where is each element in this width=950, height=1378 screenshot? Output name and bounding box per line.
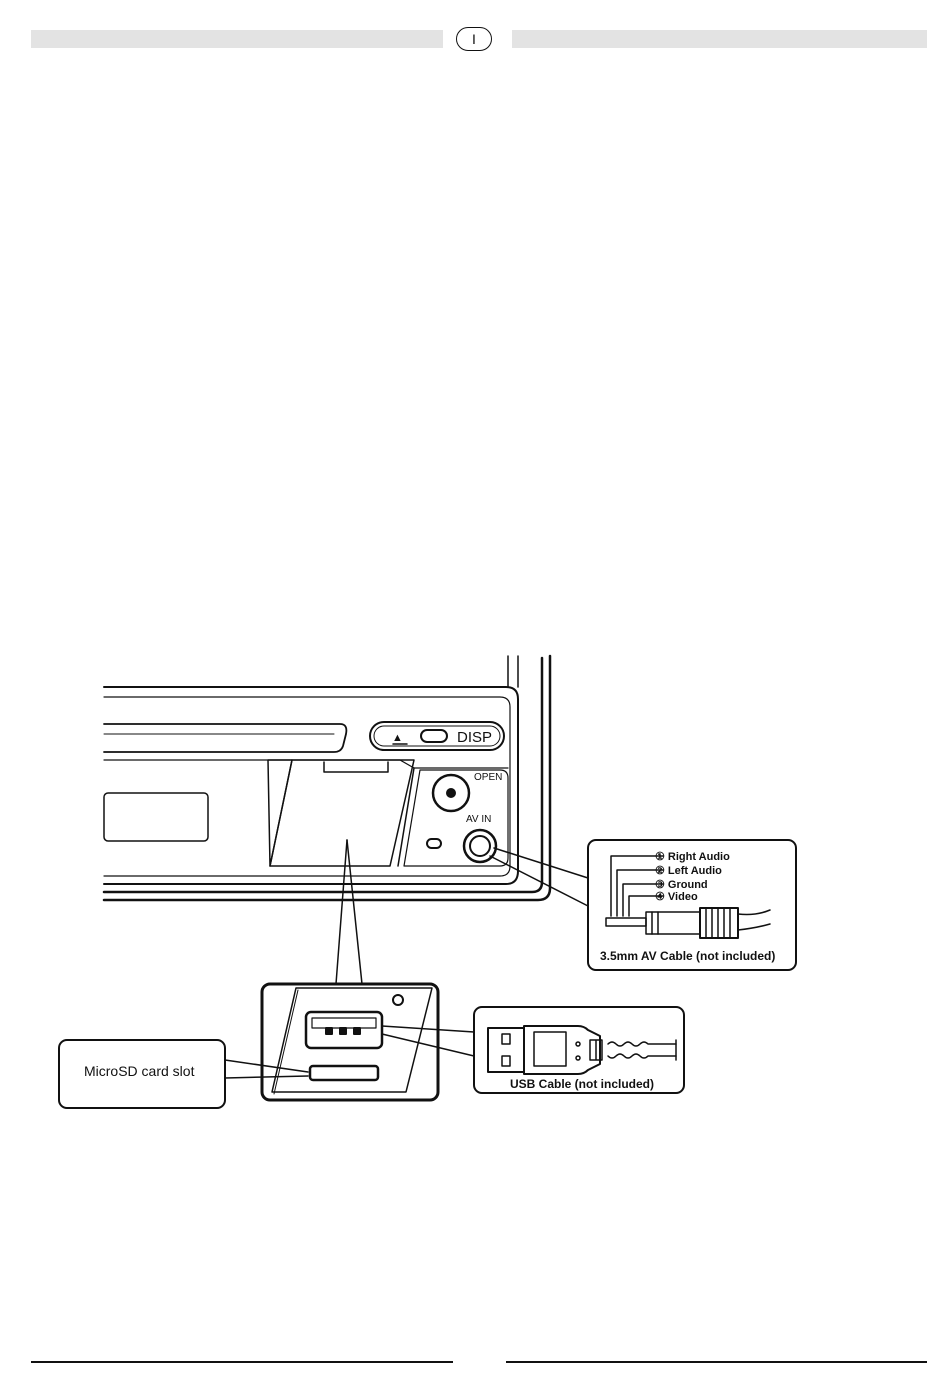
av-pin-2: ② Left Audio bbox=[655, 865, 722, 877]
disc-slot bbox=[104, 724, 346, 752]
av-pin-4: ④ Video bbox=[655, 891, 698, 903]
usb-plug-drawing bbox=[488, 1026, 676, 1074]
av-pin-3: ③ Ground bbox=[655, 879, 708, 891]
panel-led bbox=[393, 995, 403, 1005]
av-cable-caption: 3.5mm AV Cable (not included) bbox=[600, 949, 775, 963]
av-in-label: AV IN bbox=[466, 814, 491, 825]
av-pin-1: ① Right Audio bbox=[655, 851, 730, 863]
usb-cable-caption: USB Cable (not included) bbox=[510, 1077, 654, 1091]
center-face bbox=[270, 760, 414, 866]
open-label: OPEN bbox=[474, 772, 502, 783]
indicator-led bbox=[427, 839, 441, 848]
button-divider bbox=[421, 730, 447, 742]
footer-line-right bbox=[506, 1361, 927, 1363]
usb-panel-frame bbox=[262, 984, 438, 1100]
microsd-slot bbox=[310, 1066, 378, 1080]
disp-button-label: DISP bbox=[457, 729, 492, 746]
footer-line-left bbox=[31, 1361, 453, 1363]
eject-symbol: ▲ bbox=[392, 732, 403, 744]
microsd-callout-label: MicroSD card slot bbox=[84, 1063, 195, 1079]
display-window bbox=[104, 793, 208, 841]
